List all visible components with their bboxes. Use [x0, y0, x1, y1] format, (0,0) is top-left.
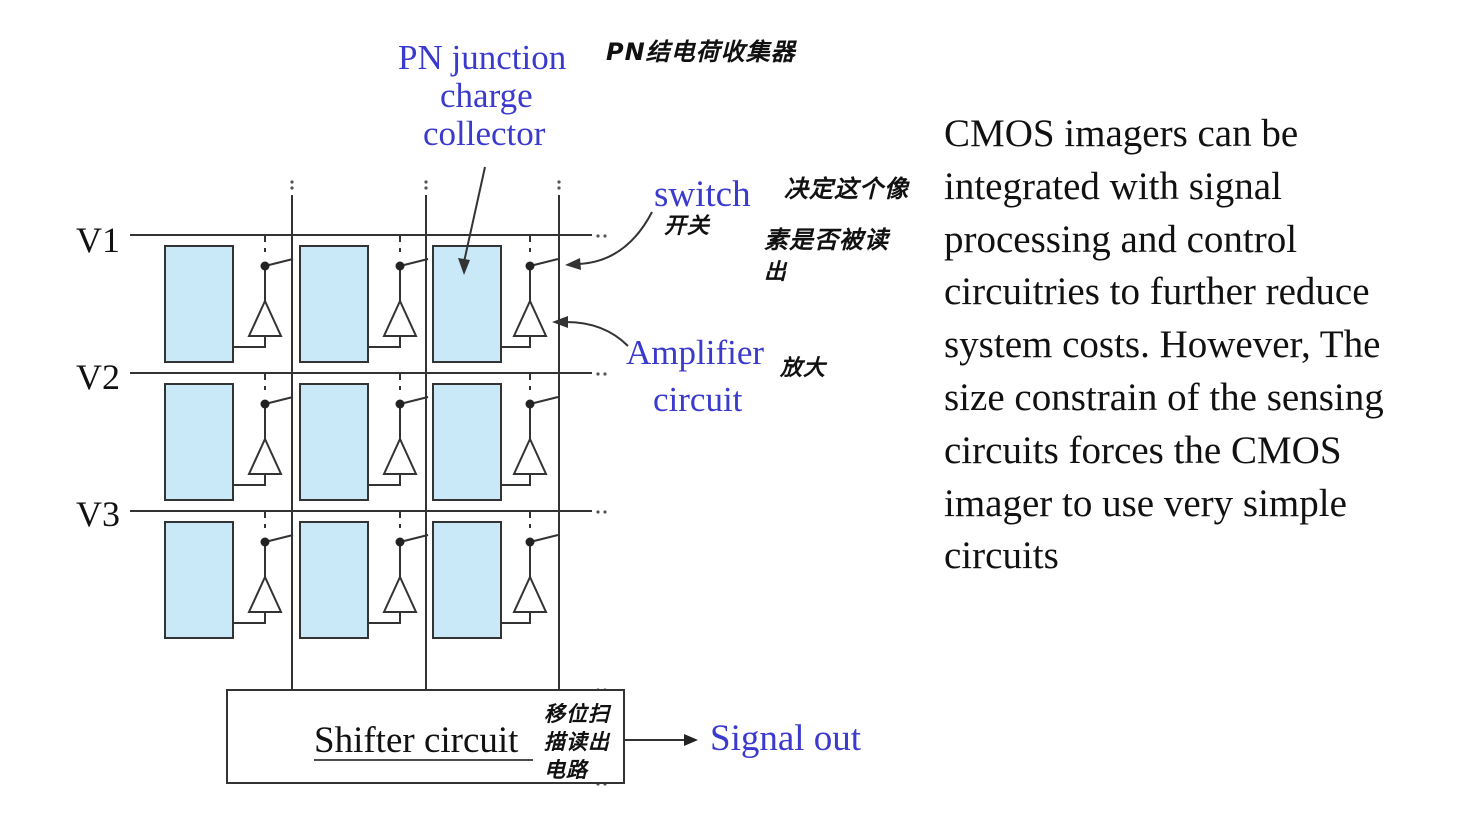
- cmos-pixel-array-diagram: [130, 166, 698, 786]
- amplifier-triangle: [247, 574, 283, 613]
- amplifier-triangle: [512, 436, 548, 475]
- switch-pivot: [395, 399, 405, 409]
- switch-pivot: [395, 261, 405, 271]
- switch-element: [399, 235, 429, 284]
- switch-pivot: [260, 261, 270, 271]
- pixel-cells: [164, 235, 559, 639]
- handwritten-switch-detail-line2: 素是否被读: [764, 226, 889, 254]
- amplifier-triangle: [382, 298, 418, 337]
- pixel-cell: [164, 511, 294, 639]
- amplifier-label-line1: Amplifier: [626, 333, 765, 372]
- pixel-cell: [432, 511, 559, 639]
- switch-element: [399, 511, 429, 560]
- switch-pivot: [525, 261, 535, 271]
- handwritten-shifter-note-line1: 移位扫: [544, 702, 610, 726]
- switch-element: [529, 511, 559, 560]
- handwritten-amplifier-note: 放大: [780, 356, 827, 381]
- amplifier-triangle: [512, 298, 548, 337]
- photodiode: [432, 521, 502, 639]
- amplifier-feedback-wire: [368, 612, 401, 624]
- row-label-v3: V3: [76, 494, 120, 534]
- pixel-cell: [432, 373, 559, 501]
- handwritten-switch-note: 开关: [664, 214, 711, 239]
- switch-label: switch: [654, 174, 751, 215]
- amplifier-triangle: [512, 574, 548, 613]
- amplifier-feedback-wire: [368, 336, 401, 348]
- amplifier-triangle: [382, 436, 418, 475]
- amplifier-feedback-wire: [368, 474, 401, 486]
- shifter-circuit-label: Shifter circuit: [314, 720, 519, 761]
- photodiode: [164, 383, 234, 501]
- row-lines: [130, 234, 592, 512]
- photodiode: [299, 383, 369, 501]
- switch-pivot: [260, 399, 270, 409]
- switch-element: [264, 235, 294, 284]
- photodiode: [432, 383, 502, 501]
- switch-element: [264, 373, 294, 422]
- amplifier-triangle: [247, 298, 283, 337]
- handwritten-pn-note: PN结电荷收集器: [606, 38, 796, 66]
- handwritten-switch-detail-line3: 出: [764, 260, 788, 285]
- pn-junction-pointer: [458, 166, 486, 275]
- switch-element: [264, 511, 294, 560]
- row-line-continuations: [596, 234, 607, 514]
- amplifier-feedback-wire: [501, 336, 531, 348]
- amplifier-feedback-wire: [233, 474, 266, 486]
- amplifier-triangle: [382, 574, 418, 613]
- handwritten-shifter-note-line2: 描读出: [544, 730, 610, 754]
- amplifier-feedback-wire: [501, 612, 531, 624]
- switch-element: [529, 373, 559, 422]
- switch-element: [529, 235, 559, 284]
- amplifier-feedback-wire: [233, 336, 266, 348]
- pn-junction-label-line1: PN junction: [398, 38, 567, 77]
- photodiode: [164, 521, 234, 639]
- pixel-cell: [299, 235, 429, 363]
- signal-out-arrow: [624, 734, 698, 746]
- shifter-circuit-box: [226, 689, 625, 784]
- switch-pivot: [525, 399, 535, 409]
- photodiode: [299, 521, 369, 639]
- handwritten-switch-detail-line1: 决定这个像: [784, 175, 909, 203]
- photodiode: [164, 245, 234, 363]
- description-text: CMOS imagers can be integrated with sign…: [944, 112, 1384, 578]
- amplifier-label-line2: circuit: [653, 380, 743, 419]
- amplifier-triangle: [247, 436, 283, 475]
- pixel-cell: [299, 511, 429, 639]
- switch-element: [399, 373, 429, 422]
- amplifier-feedback-wire: [233, 612, 266, 624]
- pixel-cell: [299, 373, 429, 501]
- switch-pivot: [395, 537, 405, 547]
- switch-pointer: [565, 211, 653, 270]
- amplifier-pointer: [552, 316, 629, 347]
- photodiode: [299, 245, 369, 363]
- pixel-cell: [164, 373, 294, 501]
- pixel-cell: [432, 235, 559, 363]
- pn-junction-label-line3: collector: [423, 114, 546, 153]
- column-lines: [291, 195, 560, 692]
- handwritten-shifter-note-line3: 电路: [544, 758, 588, 782]
- row-label-v1: V1: [76, 220, 120, 260]
- signal-out-label: Signal out: [710, 718, 862, 759]
- row-label-v2: V2: [76, 357, 120, 397]
- pixel-cell: [164, 235, 294, 363]
- switch-pivot: [260, 537, 270, 547]
- pn-junction-label-line2: charge: [440, 76, 533, 115]
- switch-pivot: [525, 537, 535, 547]
- amplifier-feedback-wire: [501, 474, 531, 486]
